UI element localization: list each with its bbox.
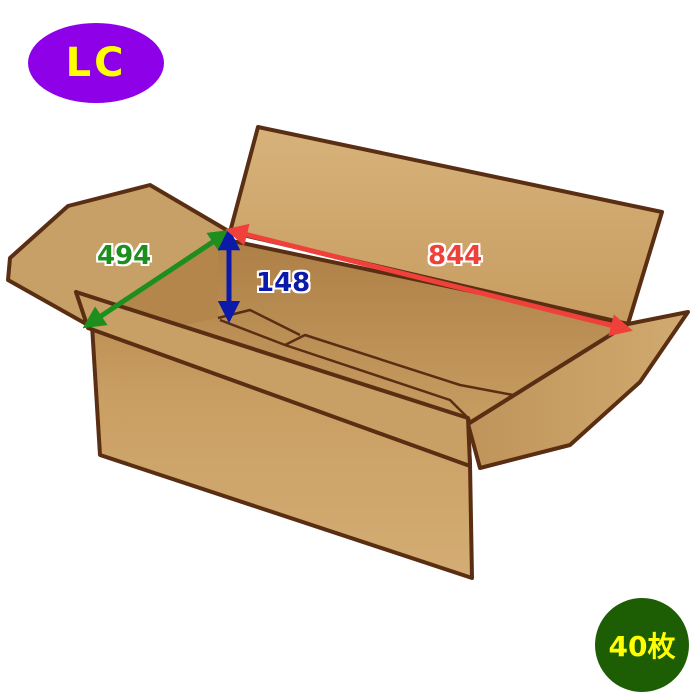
depth-dimension-label: 494: [97, 241, 152, 271]
length-arrow: [225, 223, 633, 337]
size-code-badge: LC: [28, 23, 164, 103]
quantity-text: 40枚: [608, 630, 676, 663]
quantity-badge: 40枚: [595, 598, 689, 692]
size-code-text: LC: [65, 40, 127, 86]
box-body: [6, 125, 690, 580]
height-dimension-label: 148: [256, 268, 311, 298]
depth-arrow: [82, 229, 232, 329]
length-dimension-label: 844: [428, 241, 483, 271]
